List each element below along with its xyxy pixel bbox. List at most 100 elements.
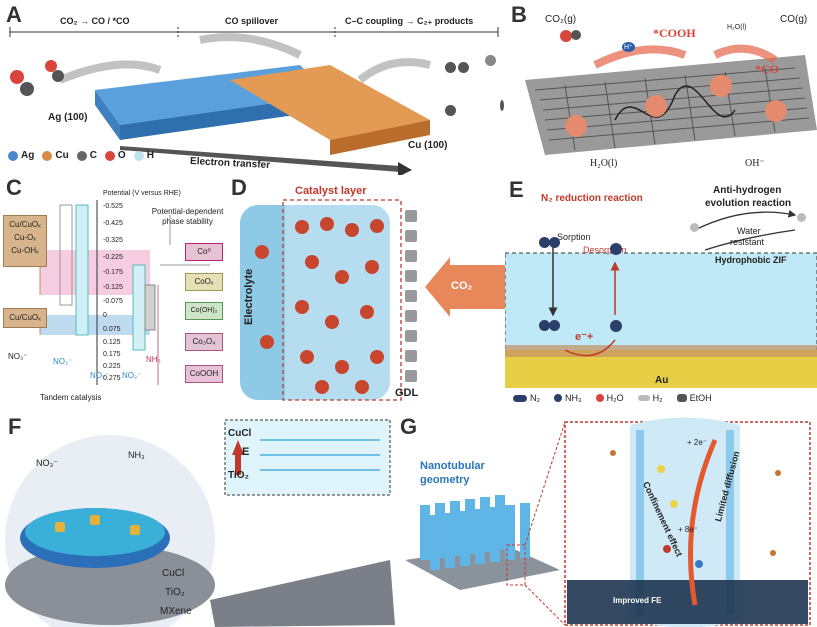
catalyst-particle	[365, 260, 379, 274]
product-molecule	[500, 100, 504, 111]
nh3-molecule	[610, 243, 622, 255]
proton-label: H⁺	[622, 42, 635, 52]
co-molecule	[45, 60, 57, 72]
nitrite-label-b: NO₂⁻	[90, 371, 110, 380]
reactant-molecule	[663, 545, 671, 553]
nh3-molecule	[610, 320, 622, 332]
catalyst-particle	[335, 270, 349, 284]
cu-cluster	[710, 75, 732, 97]
catalyst-particle	[315, 380, 329, 394]
gdl-label: GDL	[395, 387, 419, 399]
electrolyte-label: Electrolyte	[243, 268, 255, 325]
catalyst-particle	[370, 219, 384, 233]
cu-phase-label: Cu-Oₓ	[14, 233, 36, 242]
phase-box-cooh2: Co(OH)₂	[185, 302, 223, 320]
h2o-liquid-small-label: H₂O(l)	[727, 24, 747, 31]
legend-item-o: O	[104, 150, 126, 161]
panel-f-label: F	[8, 414, 22, 439]
co2-feed-label: CO₂	[451, 280, 473, 292]
cucl-inset-label: CuCl	[228, 428, 252, 439]
n2-molecule	[549, 320, 560, 331]
reactant-molecule	[610, 450, 616, 456]
product-molecule	[445, 105, 456, 116]
co2-molecule	[10, 70, 24, 84]
cu-phase-box-2: Cu/CuOₓ	[3, 308, 47, 328]
gdl-block	[405, 350, 417, 362]
legend-item-h2o: H₂O	[595, 393, 624, 403]
h2-molecule	[690, 223, 699, 232]
panel-e-legend: N₂ NH₃ H₂O H₂ EtOH	[513, 393, 712, 403]
gdl-block	[405, 370, 417, 382]
cu-phase-box: Cu/CuOₓ Cu-Oₓ Cu-OHₓ	[3, 215, 47, 267]
gdl-block	[405, 290, 417, 302]
zif-label: Hydrophobic ZIF	[715, 255, 787, 265]
gdl-block	[405, 230, 417, 242]
stage-spillover-label: CO spillover	[225, 16, 279, 26]
anti-hydrogen-title-2: evolution reaction	[705, 198, 792, 209]
catalyst-particle	[295, 220, 309, 234]
panel-c-drawing	[39, 200, 210, 385]
cooh-label: *COOH	[653, 26, 696, 40]
co2-molecule	[20, 82, 34, 96]
cucl-flake	[55, 522, 65, 532]
cu-facet-label: Cu (100)	[408, 140, 448, 151]
panel-a-drawing	[9, 27, 499, 175]
phase-label: CoOOH	[189, 369, 219, 378]
nitrate-label: NO₃⁻	[8, 352, 28, 361]
panel-e-label: E	[509, 177, 524, 202]
nanotubular-title-2: geometry	[420, 474, 470, 486]
cu-phase-label: Cu/CuOₓ	[9, 313, 41, 322]
phase-label: Co⁰	[197, 247, 211, 256]
tick-label: -0.175	[103, 269, 123, 276]
gdl-block	[405, 210, 417, 222]
catalyst-particle	[255, 245, 269, 259]
phase-label: Co₃O₄	[192, 337, 216, 346]
nanotubular-title: Nanotubular	[420, 460, 485, 472]
ammonia-label: NH₃	[146, 355, 161, 364]
product-molecule	[445, 62, 456, 73]
panel-c-label: C	[6, 175, 22, 200]
panel-b-label: B	[511, 2, 527, 27]
co2-gas-label: CO₂(g)	[545, 14, 577, 25]
gdl-block	[405, 310, 417, 322]
catalyst-particle	[320, 217, 334, 231]
phase-box-coox: CoOₓ	[185, 273, 223, 291]
co-adsorbed-label: *CO	[755, 62, 779, 76]
tick-label: 0.125	[103, 339, 121, 346]
tick-label: 0.275	[103, 375, 121, 382]
gdl-block	[405, 270, 417, 282]
catalyst-particle	[295, 300, 309, 314]
panel-g-drawing	[405, 417, 811, 627]
catalyst-particle	[335, 360, 349, 374]
co2-molecule	[571, 30, 581, 40]
reactant-molecule	[770, 550, 776, 556]
co-molecule	[52, 70, 64, 82]
co2-molecule	[560, 30, 572, 42]
anti-hydrogen-title: Anti-hydrogen	[713, 185, 782, 196]
legend-item-h2: H₂	[637, 393, 663, 403]
panel-e-drawing	[505, 209, 817, 388]
panel-a: A CO₂ → CO / *CO CO spillover C–C coupli…	[0, 0, 505, 175]
nitrite-label: NO₂⁻	[53, 357, 73, 366]
panel-a-label: A	[6, 2, 22, 27]
catalyst-particle	[260, 335, 274, 349]
nitrate-label: NO₃⁻	[36, 458, 58, 468]
h2o-bottom-label: H₂O(l)	[590, 158, 618, 169]
h2-molecule	[797, 213, 806, 222]
phase-label: CoOₓ	[194, 277, 214, 286]
tick-label: -0.525	[103, 203, 123, 210]
gdl-block	[405, 250, 417, 262]
catalyst-particle	[325, 315, 339, 329]
cucl-flake	[130, 525, 140, 535]
reactant-molecule	[775, 470, 781, 476]
legend-item-c: C	[76, 150, 97, 161]
cu-cluster	[765, 100, 787, 122]
panel-e: E N₂ reduction reaction Anti-hydrogen ev…	[505, 175, 817, 410]
tick-label: -0.425	[103, 220, 123, 227]
stage-co2-label: CO₂ → CO / *CO	[60, 16, 130, 26]
tick-label: -0.225	[103, 254, 123, 261]
nitrite-label-c: NO₂⁻	[122, 371, 142, 380]
panel-g: G Nanotubular geometry Confinement effec…	[395, 410, 817, 627]
panel-a-legend: Ag Cu C O H	[8, 150, 154, 161]
desorption-label: Desorption	[583, 245, 627, 255]
